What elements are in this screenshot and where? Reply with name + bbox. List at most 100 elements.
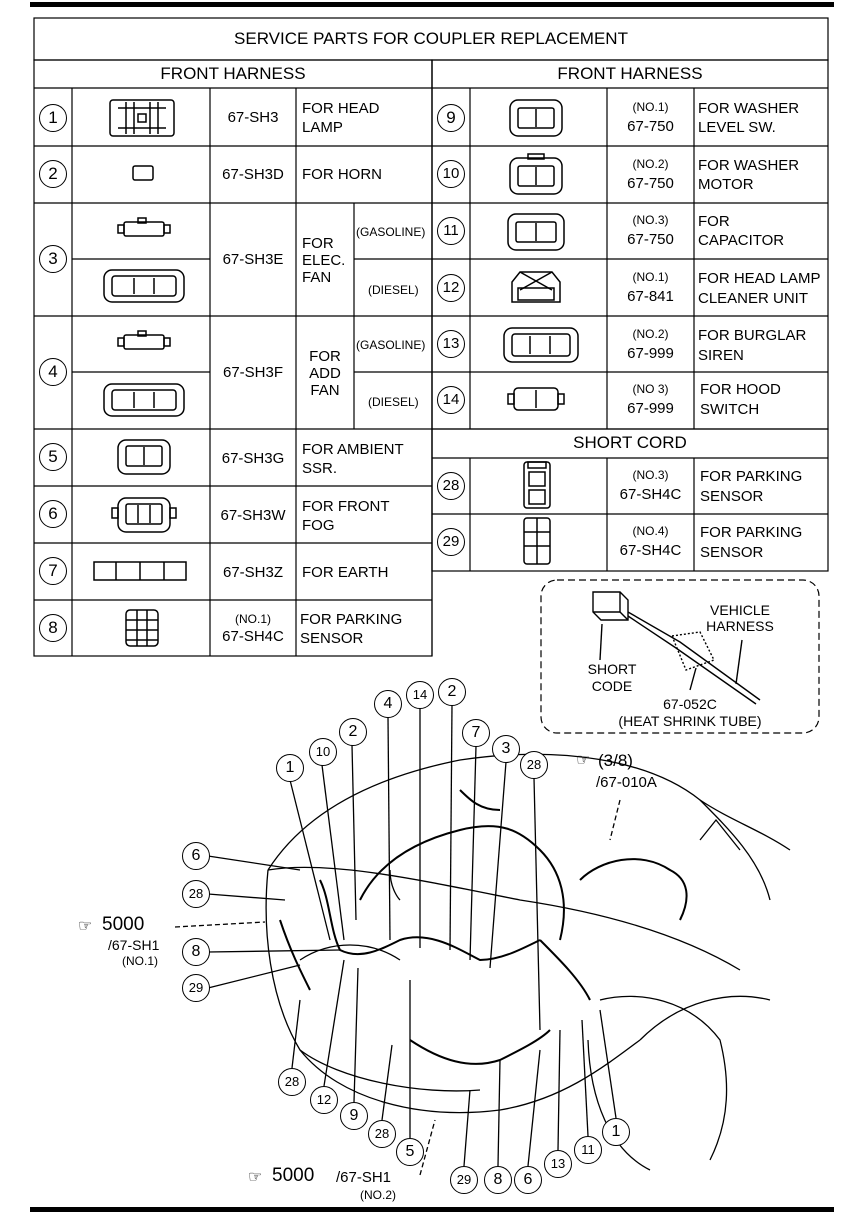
inset-box xyxy=(540,579,820,734)
row-number: 13 xyxy=(437,330,465,358)
variant-label: (GASOLINE) xyxy=(356,225,426,239)
callout: 13 xyxy=(544,1150,572,1178)
ref-bottom-page: 5000 xyxy=(272,1165,315,1186)
variant-label: (DIESEL) xyxy=(368,395,419,409)
part-description: FOR WASHER xyxy=(698,157,800,174)
row-number: 9 xyxy=(437,104,465,132)
callout: 2 xyxy=(339,718,367,746)
connector-29-drawing xyxy=(523,517,551,565)
part-number: 67-SH3Z xyxy=(222,564,284,581)
part-number: 67-750 xyxy=(627,118,674,135)
part-description: LEVEL SW. xyxy=(698,119,776,136)
vehicle-front-drawing xyxy=(174,704,791,1176)
connector-4-bottom-drawing xyxy=(103,383,185,417)
connector-4-top-drawing xyxy=(117,330,171,350)
part-sub-number: (NO.3) xyxy=(632,468,669,482)
row-number: 6 xyxy=(39,500,67,528)
ref-mark-icon: ☞ xyxy=(78,918,93,935)
callout: 1 xyxy=(276,754,304,782)
part-description: FOR HORN xyxy=(302,166,382,183)
ref-bottom-sub: (NO.2) xyxy=(360,1188,396,1202)
inset-heat-shrink-label: (HEAT SHRINK TUBE) xyxy=(618,713,762,729)
ref-mark-icon: ☞ xyxy=(576,752,591,769)
callout: 6 xyxy=(182,842,210,870)
connector-12-drawing xyxy=(511,271,561,303)
row-number: 4 xyxy=(39,358,67,386)
part-number: 67-SH4C xyxy=(222,628,284,645)
part-description: CLEANER UNIT xyxy=(698,290,809,307)
part-description: ADD xyxy=(309,365,341,382)
connector-3-top-drawing xyxy=(117,217,171,237)
row-number: 14 xyxy=(437,386,465,414)
callout: 1 xyxy=(602,1118,630,1146)
row-number: 10 xyxy=(437,160,465,188)
callout: 6 xyxy=(514,1166,542,1194)
variant-label: (DIESEL) xyxy=(368,283,419,297)
part-number: 67-SH3E xyxy=(222,251,284,268)
part-description: SWITCH xyxy=(700,401,760,418)
part-sub-number: (NO.2) xyxy=(632,157,669,171)
part-sub-number: (NO 3) xyxy=(632,382,669,396)
inset-part-number: 67-052C xyxy=(663,696,717,712)
row-number: 7 xyxy=(39,557,67,585)
callout: 28 xyxy=(368,1120,396,1148)
part-sub-number: (NO.1) xyxy=(632,100,669,114)
ref-top-right-page: (3/8) xyxy=(598,751,633,770)
callout: 8 xyxy=(484,1166,512,1194)
ref-bottom-code: /67-SH1 xyxy=(336,1169,392,1186)
connector-2-drawing xyxy=(132,165,154,181)
row-number: 2 xyxy=(39,160,67,188)
callout: 14 xyxy=(406,681,434,709)
part-number: 67-750 xyxy=(627,175,674,192)
part-number: 67-SH4C xyxy=(619,486,682,503)
connector-13-drawing xyxy=(503,327,579,363)
part-number: 67-SH3G xyxy=(221,450,285,467)
part-description: ELEC. xyxy=(302,252,346,269)
part-sub-number: (NO.2) xyxy=(632,327,669,341)
part-description: FOR HEAD LAMP xyxy=(698,270,821,287)
connector-8-drawing xyxy=(125,609,159,647)
part-sub-number: (NO.4) xyxy=(632,524,669,538)
part-description: FOR xyxy=(302,235,334,252)
inset-label-vehicle: VEHICLE xyxy=(710,602,770,618)
row-number: 3 xyxy=(39,245,67,273)
callout: 7 xyxy=(462,719,490,747)
part-description: SENSOR xyxy=(300,630,364,647)
part-description: SENSOR xyxy=(700,544,764,561)
part-description: FOR xyxy=(698,213,730,230)
row-number: 8 xyxy=(39,614,67,642)
connector-5-drawing xyxy=(117,439,171,475)
part-description: FAN xyxy=(310,382,340,399)
row-number: 12 xyxy=(437,274,465,302)
callout: 8 xyxy=(182,938,210,966)
short-cord-header: SHORT CORD xyxy=(573,433,687,452)
part-number: 67-999 xyxy=(627,400,674,417)
callout: 4 xyxy=(374,690,402,718)
part-description: FAN xyxy=(302,269,332,286)
ref-top-right-code: /67-010A xyxy=(596,774,657,791)
part-description: FOR HOOD xyxy=(700,381,781,398)
part-description: FOR HEAD xyxy=(302,100,380,117)
callout: 29 xyxy=(450,1166,478,1194)
part-number: 67-SH3D xyxy=(222,166,284,183)
inset-label-short: SHORT xyxy=(587,661,637,677)
part-description: FOR WASHER xyxy=(698,100,800,117)
callout: 28 xyxy=(520,751,548,779)
callout: 12 xyxy=(310,1086,338,1114)
connector-6-drawing xyxy=(111,497,177,533)
short-cord-inset-drawing xyxy=(592,591,761,705)
row-number: 11 xyxy=(437,217,465,245)
part-description: LAMP xyxy=(302,119,343,136)
part-description: SENSOR xyxy=(700,488,764,505)
ref-left-page: 5000 xyxy=(102,914,145,935)
part-number: 67-SH3W xyxy=(220,507,286,524)
part-description: FOR xyxy=(309,348,341,365)
part-number: 67-SH4C xyxy=(619,542,682,559)
row-number: 1 xyxy=(39,104,67,132)
callout: 9 xyxy=(340,1102,368,1130)
row-number: 29 xyxy=(437,528,465,556)
connector-28-drawing xyxy=(523,461,551,509)
callout: 28 xyxy=(182,880,210,908)
right-section-header: FRONT HARNESS xyxy=(557,64,703,83)
